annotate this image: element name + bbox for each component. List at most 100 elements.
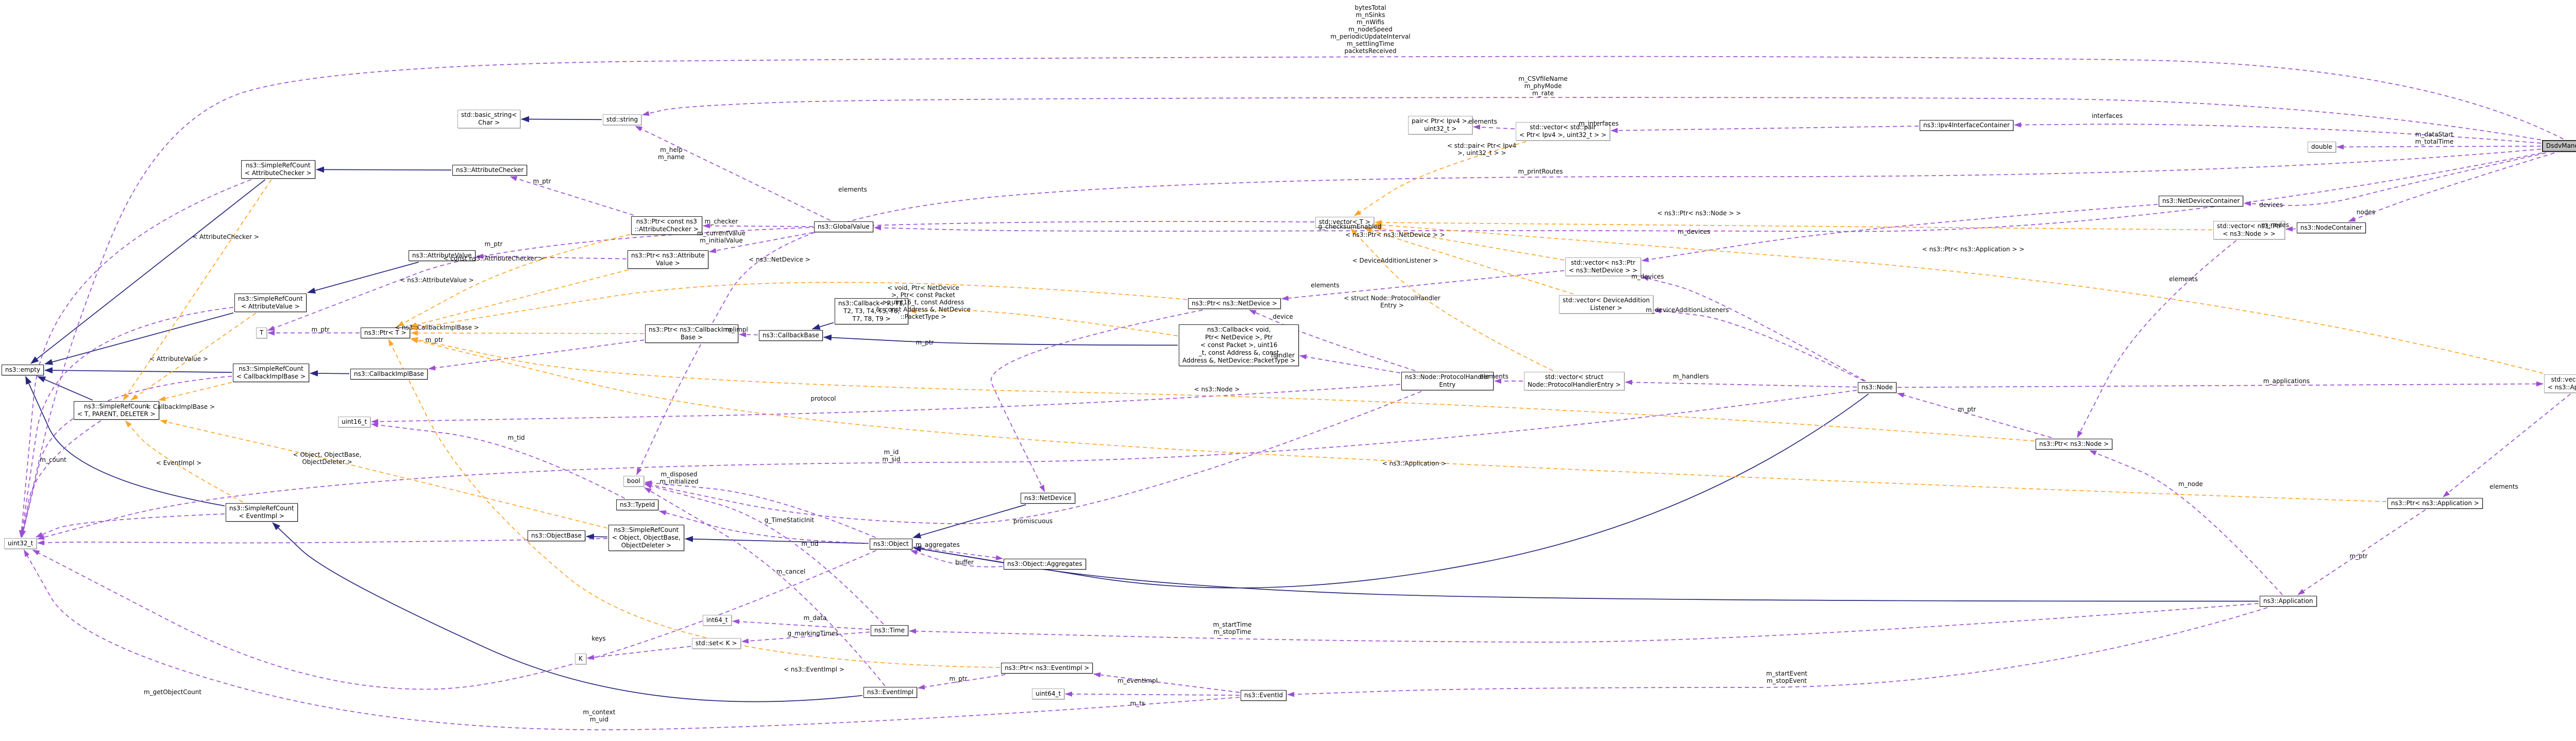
node-vec_T[interactable]: std::vector< T > (1315, 217, 1374, 228)
node-ptr_av[interactable]: ns3::Ptr< ns3::Attribute Value > (628, 250, 708, 269)
edge-node-object (913, 393, 1869, 589)
node-ac[interactable]: ns3::AttributeChecker (452, 165, 528, 176)
edge-vec_dal-vec_T (1364, 228, 1574, 295)
edge-label: m_ts (1130, 700, 1145, 707)
node-aggregates[interactable]: ns3::Object::Aggregates (1004, 559, 1086, 570)
node-netdevice[interactable]: ns3::NetDevice (1021, 493, 1075, 504)
node-uint16[interactable]: uint16_t (338, 417, 371, 427)
edge-typeid-uint16 (371, 422, 625, 499)
node-basic_string[interactable]: std::basic_string< Char > (457, 110, 521, 128)
node-bool[interactable]: bool (623, 476, 644, 487)
node-ptr_nd[interactable]: ns3::Ptr< ns3::NetDevice > (1188, 298, 1281, 309)
edge-label: device (1273, 313, 1293, 320)
node-vec_phe[interactable]: std::vector< struct Node::ProtocolHandle… (1524, 372, 1624, 390)
edge-main-ndc (2244, 152, 2546, 206)
edge-label: m_id m_sid (882, 449, 901, 463)
node-eventimpl[interactable]: ns3::EventImpl (863, 687, 918, 698)
node-application[interactable]: ns3::Application (2260, 596, 2317, 607)
edge-label: devices (2259, 201, 2283, 209)
edge-label: m_aggregates (916, 541, 960, 548)
edge-main-string (642, 97, 2541, 141)
node-node[interactable]: ns3::Node (1858, 382, 1896, 393)
edge-ac-src_ac (316, 166, 452, 173)
node-main[interactable]: DsdvManetExample (2542, 140, 2576, 152)
node-ptr_T[interactable]: ns3::Ptr< T > (361, 328, 410, 338)
edge-vec_node-ptr_node (2077, 240, 2237, 438)
node-src_ei[interactable]: ns3::SimpleRefCount < EventImpl > (226, 503, 298, 522)
edge-node-vec_phe (1625, 380, 1857, 388)
node-ptr_ei[interactable]: ns3::Ptr< ns3::EventImpl > (1001, 663, 1093, 674)
edge-vec_app-vec_T (1375, 222, 2544, 374)
edge-label: m_handlers (1673, 373, 1709, 380)
node-T[interactable]: T (256, 328, 267, 338)
edge-ptr_av-ptr_T (410, 269, 629, 328)
edge-vec_phe-vec_T (1350, 228, 1553, 371)
node-src_av[interactable]: ns3::SimpleRefCount < AttributeValue > (234, 294, 307, 312)
node-src_obj[interactable]: ns3::SimpleRefCount < Object, ObjectBase… (608, 525, 684, 551)
node-ptr_cib[interactable]: ns3::Ptr< ns3::CallbackImpl Base > (645, 324, 738, 343)
node-time[interactable]: ns3::Time (871, 625, 908, 636)
node-nodec[interactable]: ns3::NodeContainer (2297, 222, 2366, 233)
node-vec_node[interactable]: std::vector< ns3::Ptr < ns3::Node > > (2213, 221, 2285, 239)
edge-ptr_ei-ptr_T (388, 339, 1001, 668)
node-phe[interactable]: ns3::Node::ProtocolHandler Entry (1401, 372, 1494, 390)
node-typeid[interactable]: ns3::TypeId (616, 499, 659, 510)
edge-label: m_ptr (916, 339, 934, 346)
node-string[interactable]: std::string (603, 114, 642, 125)
node-cib[interactable]: ns3::CallbackImplBase (350, 369, 428, 380)
node-ptr_cac[interactable]: ns3::Ptr< const ns3 ::AttributeChecker > (631, 216, 702, 235)
edge-label: m_tid (801, 540, 819, 547)
edge-label: bytesTotal m_nSinks m_nWifis m_nodeSpeed… (1330, 4, 1411, 55)
edge-label: m_eventImpl (1117, 677, 1158, 684)
node-src_cib[interactable]: ns3::SimpleRefCount < CallbackImplBase > (233, 364, 310, 382)
node-ndc[interactable]: ns3::NetDeviceContainer (2159, 196, 2244, 206)
node-vec_pair[interactable]: std::vector< std::pair < Ptr< Ipv4 >, ui… (1516, 122, 1610, 141)
edge-label: keys (591, 635, 606, 642)
edge-main-globalvalue (874, 152, 2542, 232)
edge-label: < void, Ptr< NetDevice >, Ptr< const Pac… (876, 284, 971, 320)
node-cb_r[interactable]: ns3::Callback< R, T1, T2, T3, T4, T5, T6… (835, 298, 909, 324)
node-ptr_app[interactable]: ns3::Ptr< ns3::Application > (2387, 498, 2483, 509)
edge-application-eventid (1287, 607, 2268, 697)
node-pair[interactable]: pair< Ptr< Ipv4 >, uint32_t > (1408, 116, 1473, 134)
edge-label: < AttributeChecker > (192, 233, 259, 240)
node-empty[interactable]: ns3::empty (2, 365, 44, 375)
node-double[interactable]: double (2308, 142, 2336, 152)
node-vec_nd[interactable]: std::vector< ns3::Ptr < ns3::NetDevice >… (1565, 257, 1641, 276)
node-uint32[interactable]: uint32_t (4, 538, 37, 549)
edge-vec_nd-vec_T (1375, 226, 1565, 261)
node-src_tpd[interactable]: ns3::SimpleRefCount < T, PARENT, DELETER… (74, 401, 159, 420)
edge-src_ei-empty (25, 376, 225, 507)
node-uint64[interactable]: uint64_t (1032, 688, 1065, 699)
node-av[interactable]: ns3::AttributeValue (409, 250, 476, 261)
edge-label: m_impl (725, 326, 748, 333)
node-object[interactable]: ns3::Object (870, 539, 912, 549)
node-int64[interactable]: int64_t (703, 615, 732, 626)
edge-label: m_ptr (1958, 406, 1976, 413)
node-vec_dal[interactable]: std::vector< DeviceAddition Listener > (1559, 295, 1654, 314)
node-ipv4ic[interactable]: ns3::Ipv4InterfaceContainer (1920, 120, 2013, 131)
edge-label: m_tid (507, 434, 525, 441)
node-cb_void[interactable]: ns3::Callback< void, Ptr< NetDevice >, P… (1179, 324, 1299, 366)
node-ptr_node[interactable]: ns3::Ptr< ns3::Node > (2036, 439, 2113, 450)
node-set_k[interactable]: std::set< K > (692, 638, 741, 649)
edge-object-src_obj (685, 536, 869, 544)
node-K[interactable]: K (575, 653, 586, 664)
node-eventid[interactable]: ns3::EventId (1241, 690, 1287, 701)
edge-ptr_node-ptr_T (411, 337, 2035, 442)
edge-vec_pair-vec_T (1354, 141, 1527, 216)
node-objectbase[interactable]: ns3::ObjectBase (528, 530, 585, 541)
edge-main-double (2336, 144, 2541, 150)
edge-vec_app-ptr_app (2443, 393, 2571, 497)
edge-label: < EventImpl > (156, 459, 202, 467)
edge-label: elements (838, 186, 867, 193)
edge-label: elements (1468, 118, 1497, 125)
edge-src_ac-src_tpd (123, 179, 272, 401)
node-cbbase[interactable]: ns3::CallbackBase (759, 330, 823, 341)
node-src_ac[interactable]: ns3::SimpleRefCount < AttributeChecker > (241, 160, 315, 179)
node-vec_app[interactable]: std::vector< ns3::Ptr < ns3::Application… (2544, 374, 2576, 393)
edge-label: m_startTime m_stopTime (1213, 621, 1252, 635)
edge-eventid-ptr_ei (1093, 672, 1240, 693)
node-globalvalue[interactable]: ns3::GlobalValue (814, 221, 873, 232)
